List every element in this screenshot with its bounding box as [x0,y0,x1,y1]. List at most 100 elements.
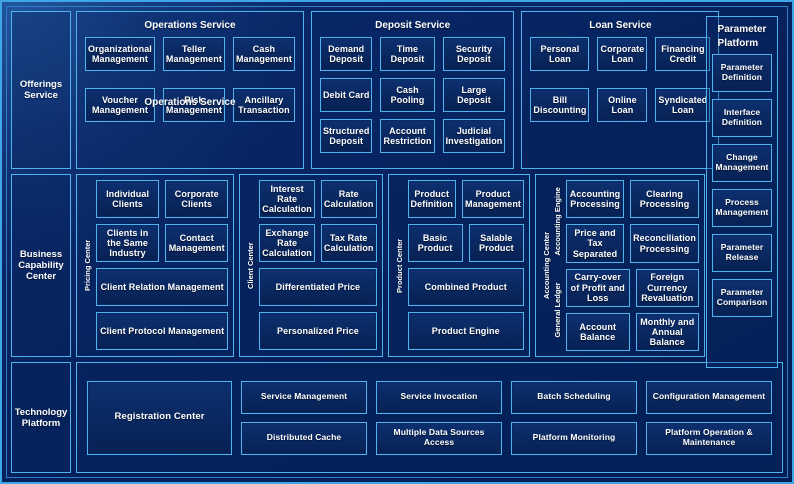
item-platform-monitoring[interactable]: Platform Monitoring [511,421,637,455]
item-cash-management[interactable]: Cash Management [232,37,295,71]
panel-product-center[interactable]: Product Center Product Definition Produc… [387,174,530,358]
item-service-invocation[interactable]: Service Invocation [376,380,502,414]
row-technology-platform: Technology Platform Registration Center … [11,362,783,473]
panel-title-loan-service: Loan Service [589,20,652,31]
item-tax-rate-calculation[interactable]: Tax Rate Calculation [320,224,377,263]
item-corporate-clients[interactable]: Corporate Clients [165,180,229,219]
item-security-deposit[interactable]: Security Deposit [442,37,506,71]
item-change-management[interactable]: Change Management [712,144,772,182]
pricing-center-pair-row-1: Individual Clients Corporate Clients [96,180,229,219]
grid-loan-service: Personal Loan Corporate Loan Financing C… [530,37,711,122]
item-time-deposit[interactable]: Time Deposit [380,37,435,71]
item-demand-deposit[interactable]: Demand Deposit [319,37,373,71]
item-account-balance[interactable]: Account Balance [566,312,630,352]
panel-loan-service[interactable]: Loan Service Personal Loan Corporate Loa… [521,11,720,170]
item-reconciliation-processing[interactable]: Reconciliation Processing [630,224,699,263]
item-personalized-price[interactable]: Personalized Price [259,312,377,351]
item-client-protocol-management[interactable]: Client Protocol Management [96,312,229,351]
panel-operations-service[interactable]: Operations Service Organizational Manage… [76,11,304,170]
item-rate-calculation[interactable]: Rate Calculation [320,180,377,219]
row-offerings-service: Offerings Service Operations Service Org… [11,11,783,170]
item-personal-loan[interactable]: Personal Loan [530,37,590,71]
item-voucher-management[interactable]: Voucher Management [85,88,155,122]
panel-title-parameter-platform: Parameter Platform [718,23,767,50]
row-label-offerings-service: Offerings Service [11,11,71,170]
item-parameter-release[interactable]: Parameter Release [712,234,772,272]
item-interest-rate-calculation[interactable]: Interest Rate Calculation [259,180,315,219]
item-configuration-management[interactable]: Configuration Management [646,380,772,414]
pricing-center-pair-row-2: Clients in the Same Industry Contact Man… [96,224,229,263]
vlabel-accounting-engine: Accounting Engine [553,187,562,256]
item-product-management[interactable]: Product Management [462,180,524,219]
panel-accounting-center[interactable]: Accounting Center Accounting Engine Acco… [535,174,705,358]
vlabel-pricing-center: Pricing Center [83,240,92,292]
item-batch-scheduling[interactable]: Batch Scheduling [511,380,637,414]
item-monthly-and-annual-balance[interactable]: Monthly and Annual Balance [635,312,699,352]
item-syndicated-loan[interactable]: Syndicated Loan [655,88,711,122]
item-cash-pooling[interactable]: Cash Pooling [380,78,435,112]
item-online-loan[interactable]: Online Loan [597,88,648,122]
item-corporate-loan[interactable]: Corporate Loan [597,37,648,71]
vlabel-client-center: Client Center [246,242,256,290]
client-center-pair-row-2: Exchange Rate Calculation Tax Rate Calcu… [259,224,377,263]
panel-title-deposit-service: Deposit Service [375,20,451,31]
panel-client-center[interactable]: Client Center Interest Rate Calculation … [239,174,383,358]
item-bill-discounting[interactable]: Bill Discounting [530,88,590,122]
item-client-relation-management[interactable]: Client Relation Management [96,268,229,307]
item-organizational-management[interactable]: Organizational Management [85,37,155,71]
panel-deposit-service[interactable]: Deposit Service Demand Deposit Time Depo… [310,11,515,170]
item-product-definition[interactable]: Product Definition [407,180,456,219]
item-accounting-processing[interactable]: Accounting Processing [566,180,625,219]
item-exchange-rate-calculation[interactable]: Exchange Rate Calculation [259,224,315,263]
item-judicial-investigation[interactable]: Judicial Investigation [442,119,506,153]
parameter-platform-title-line2: Platform [717,37,759,49]
item-parameter-definition[interactable]: Parameter Definition [712,54,772,92]
item-teller-management[interactable]: Teller Management [162,37,225,71]
item-contact-management[interactable]: Contact Management [165,224,229,263]
vlabel-product-center: Product Center [394,238,404,293]
item-debit-card[interactable]: Debit Card [319,78,373,112]
item-differentiated-price[interactable]: Differentiated Price [259,268,377,307]
item-distributed-cache[interactable]: Distributed Cache [241,421,367,455]
panel-pricing-center[interactable]: Pricing Center Individual Clients Corpor… [76,174,235,358]
row-business-capability-center: Business Capability Center Pricing Cente… [11,174,783,358]
item-registration-center[interactable]: Registration Center [87,380,232,455]
item-clients-in-the-same-industry[interactable]: Clients in the Same Industry [96,224,160,263]
item-multiple-data-sources-access[interactable]: Multiple Data Sources Access [376,421,502,455]
item-price-and-tax-separated[interactable]: Price and Tax Separated [566,224,625,263]
item-product-engine[interactable]: Product Engine [407,312,524,351]
item-ancillary-transaction[interactable]: Ancillary Transaction [232,88,295,122]
diagram-inner-frame: Offerings Service Operations Service Org… [6,6,788,478]
product-center-pair-row-2: Basic Product Salable Product [407,224,524,263]
item-service-management[interactable]: Service Management [241,380,367,414]
item-structured-deposit[interactable]: Structured Deposit [319,119,373,153]
item-interface-definition[interactable]: Interface Definition [712,99,772,137]
item-process-management[interactable]: Process Management [712,189,772,227]
grid-operations-service: Organizational Management Teller Managem… [85,37,295,122]
body-pricing-center: Individual Clients Corporate Clients Cli… [93,180,229,351]
parameter-platform-title-line1: Parameter [717,24,767,35]
item-foreign-currency-revaluation[interactable]: Foreign Currency Revaluation [635,268,699,307]
row-label-technology-platform: Technology Platform [11,362,71,473]
vlabel-general-ledger: General Ledger [553,282,562,338]
subpanel-general-ledger: General Ledger Carry-over of Profit and … [552,268,699,352]
item-financing-credit[interactable]: Financing Credit [655,37,711,71]
item-clearing-processing[interactable]: Clearing Processing [630,180,699,219]
client-center-pair-row-1: Interest Rate Calculation Rate Calculati… [259,180,377,219]
item-large-deposit[interactable]: Large Deposit [442,78,506,112]
panel-technology-platform[interactable]: Registration Center Service Management S… [76,362,783,473]
item-basic-product[interactable]: Basic Product [407,224,463,263]
item-account-restriction[interactable]: Account Restriction [380,119,435,153]
item-platform-operation-and-maintenance[interactable]: Platform Operation & Maintenance [646,421,772,455]
item-parameter-comparison[interactable]: Parameter Comparison [712,279,772,317]
item-salable-product[interactable]: Salable Product [468,224,524,263]
body-accounting-center: Accounting Engine Accounting Processing … [552,180,699,352]
item-combined-product[interactable]: Combined Product [407,268,524,307]
item-carry-over-of-profit-and-loss[interactable]: Carry-over of Profit and Loss [566,268,630,307]
item-risk-management[interactable]: Risk Management [162,88,225,122]
panel-parameter-platform[interactable]: Parameter Platform Parameter Definition … [706,16,778,368]
product-center-pair-row-1: Product Definition Product Management [407,180,524,219]
panel-title-operations-service: Operations Service [144,20,236,31]
item-individual-clients[interactable]: Individual Clients [96,180,160,219]
body-client-center: Interest Rate Calculation Rate Calculati… [256,180,377,351]
